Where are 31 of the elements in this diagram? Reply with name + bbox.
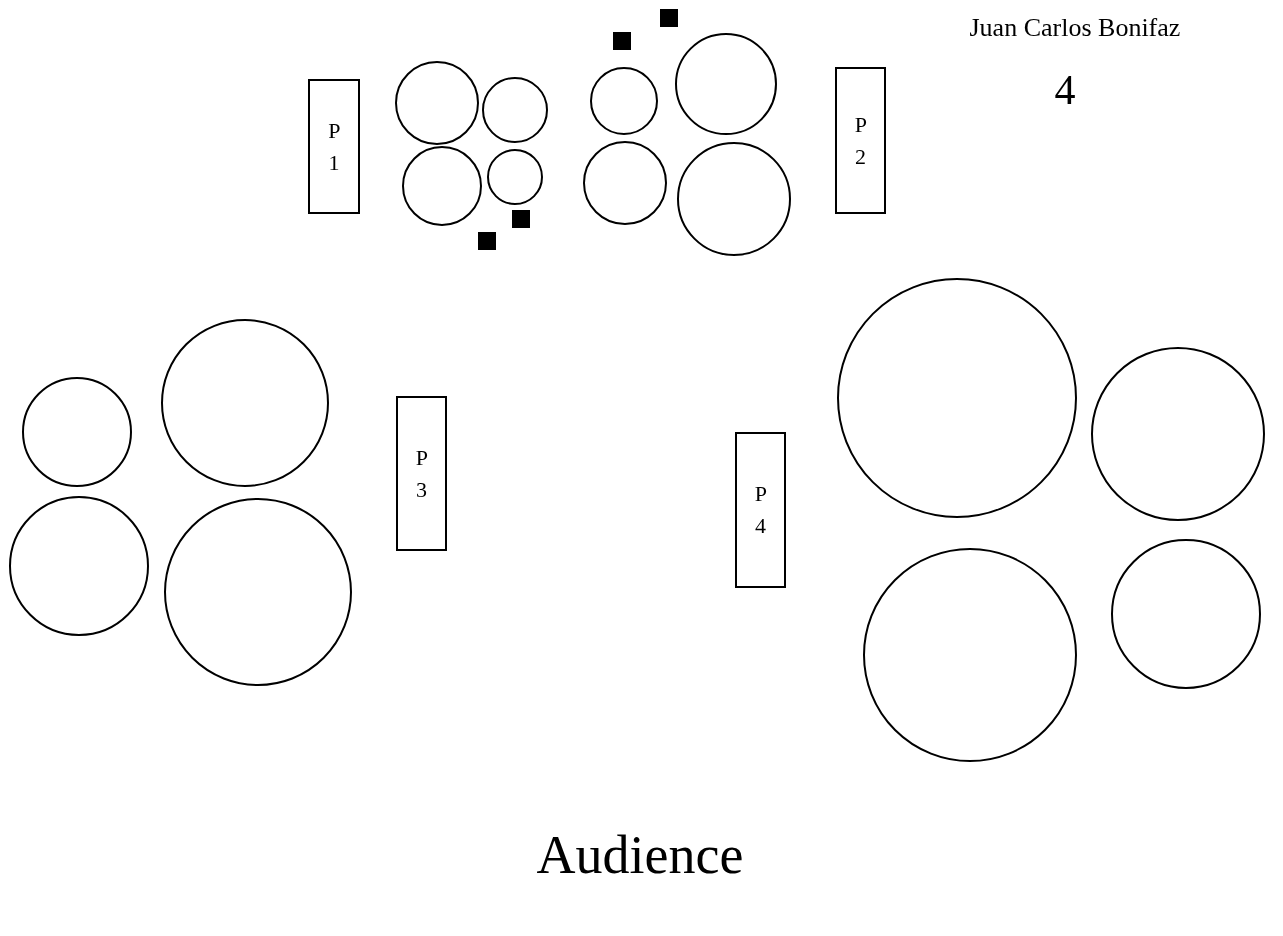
drum-circle <box>402 146 482 226</box>
drum-circle <box>583 141 667 225</box>
performer-label: P 3 <box>415 443 428 504</box>
performer-label: P 1 <box>328 116 340 177</box>
drum-circle <box>675 33 777 135</box>
square-marker <box>512 210 530 228</box>
audience-label: Audience <box>536 828 744 882</box>
drum-circle <box>395 61 479 145</box>
drum-circle <box>837 278 1077 518</box>
drum-circle <box>164 498 352 686</box>
drum-circle <box>22 377 132 487</box>
performer-label: P 2 <box>854 110 867 171</box>
performer-box <box>835 67 886 214</box>
page-number: 4 <box>1054 69 1076 111</box>
drum-circle <box>1091 347 1265 521</box>
performer-box <box>308 79 360 214</box>
square-marker <box>660 9 678 27</box>
square-marker <box>478 232 496 250</box>
drum-circle <box>9 496 149 636</box>
name-text: Juan Carlos Bonifaz <box>969 15 1181 41</box>
performer-box <box>396 396 447 551</box>
drum-circle <box>863 548 1077 762</box>
drum-circle <box>590 67 658 135</box>
drum-circle <box>161 319 329 487</box>
performer-label: P 4 <box>754 480 767 540</box>
square-marker <box>613 32 631 50</box>
drum-circle <box>487 149 543 205</box>
performer-box <box>735 432 786 588</box>
drum-circle <box>482 77 548 143</box>
drum-circle <box>677 142 791 256</box>
drum-circle <box>1111 539 1261 689</box>
